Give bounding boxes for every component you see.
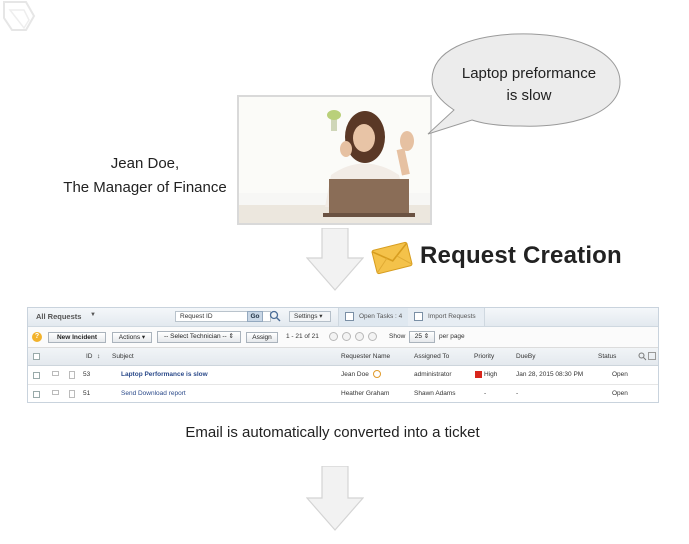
row-priority: - <box>484 390 487 397</box>
hexagon-decoration <box>3 1 36 31</box>
assign-button[interactable]: Assign <box>246 332 278 343</box>
requester-role: The Manager of Finance <box>63 179 227 196</box>
technician-select[interactable]: -- Select Technician -- ⇕ <box>157 331 241 343</box>
speech-bubble <box>427 33 621 135</box>
new-incident-button[interactable]: New Incident <box>48 332 106 343</box>
speech-bubble-text: Laptop preformance is slow <box>461 65 597 104</box>
row-requester: Heather Graham <box>341 390 390 397</box>
select-all-checkbox[interactable] <box>33 353 40 360</box>
column-chooser-icon[interactable] <box>648 352 656 360</box>
table-row[interactable]: 53 Laptop Performance is slow Jean Doe a… <box>28 366 658 385</box>
pagination-text: 1 - 21 of 21 <box>286 333 319 340</box>
down-arrow <box>306 466 364 531</box>
go-button[interactable]: Go <box>247 311 263 322</box>
requester-label: Jean Doe, The Manager of Finance <box>40 152 250 200</box>
column-dueby[interactable]: DueBy <box>516 353 536 360</box>
stage-title: Request Creation <box>420 242 622 269</box>
first-page-icon[interactable] <box>329 332 338 341</box>
column-priority[interactable]: Priority <box>474 353 495 360</box>
per-page-label: per page <box>439 333 465 340</box>
row-id: 53 <box>83 371 91 378</box>
column-requester[interactable]: Requester Name <box>341 353 391 360</box>
show-label: Show <box>389 333 406 340</box>
row-subject[interactable]: Send Download report <box>121 390 186 397</box>
row-checkbox[interactable] <box>33 391 40 398</box>
sort-icon[interactable]: ↕ <box>97 353 101 360</box>
vip-icon <box>373 370 381 378</box>
request-view-bar: All Requests ▼ Request ID Go Settings ▾ … <box>28 308 658 327</box>
column-assigned[interactable]: Assigned To <box>414 353 450 360</box>
requester-name: Jean Doe, <box>110 155 180 172</box>
row-id: 51 <box>83 390 91 397</box>
table-row[interactable]: 51 Send Download report Heather Graham S… <box>28 385 658 403</box>
user-photo <box>237 95 432 225</box>
row-assigned: administrator <box>414 371 452 378</box>
envelope-icon <box>371 241 413 275</box>
per-page-select[interactable]: 25 ⇕ <box>409 331 435 343</box>
priority-high-icon <box>475 371 482 378</box>
settings-button[interactable]: Settings ▾ <box>289 311 331 322</box>
row-checkbox[interactable] <box>33 372 40 379</box>
chevron-down-icon[interactable]: ▼ <box>90 312 96 318</box>
open-tasks-tab[interactable]: Open Tasks : 4 <box>338 308 410 326</box>
row-priority: High <box>484 371 498 378</box>
row-assigned: Shawn Adams <box>414 390 456 397</box>
request-list-panel: All Requests ▼ Request ID Go Settings ▾ … <box>27 307 659 403</box>
actions-button[interactable]: Actions ▾ <box>112 332 152 343</box>
down-arrow <box>306 228 364 291</box>
import-requests-tab[interactable]: Import Requests <box>408 308 485 326</box>
search-icon[interactable] <box>269 310 281 322</box>
mail-icon <box>52 371 59 376</box>
next-page-icon[interactable] <box>355 332 364 341</box>
import-icon <box>414 312 423 321</box>
note-icon <box>69 371 75 379</box>
column-id[interactable]: ID <box>86 353 93 360</box>
row-status: Open <box>612 371 628 378</box>
table-header: ID ↕ Subject Requester Name Assigned To … <box>28 348 658 366</box>
mail-icon <box>52 390 59 395</box>
note-icon <box>69 390 75 398</box>
caption: Email is automatically converted into a … <box>185 424 480 441</box>
task-icon <box>345 312 354 321</box>
last-page-icon[interactable] <box>368 332 377 341</box>
row-subject[interactable]: Laptop Performance is slow <box>121 371 208 378</box>
help-icon[interactable]: ? <box>32 332 42 342</box>
column-status[interactable]: Status <box>598 353 617 360</box>
column-subject[interactable]: Subject <box>112 353 134 360</box>
row-dueby: Jan 28, 2015 08:30 PM <box>516 371 584 378</box>
view-selector[interactable]: All Requests <box>36 312 82 321</box>
previous-page-icon[interactable] <box>342 332 351 341</box>
row-status: Open <box>612 390 628 397</box>
column-search-icon[interactable] <box>638 352 647 361</box>
row-requester: Jean Doe <box>341 371 369 378</box>
row-dueby: - <box>516 390 519 397</box>
request-toolbar: ? New Incident Actions ▾ -- Select Techn… <box>28 327 658 348</box>
